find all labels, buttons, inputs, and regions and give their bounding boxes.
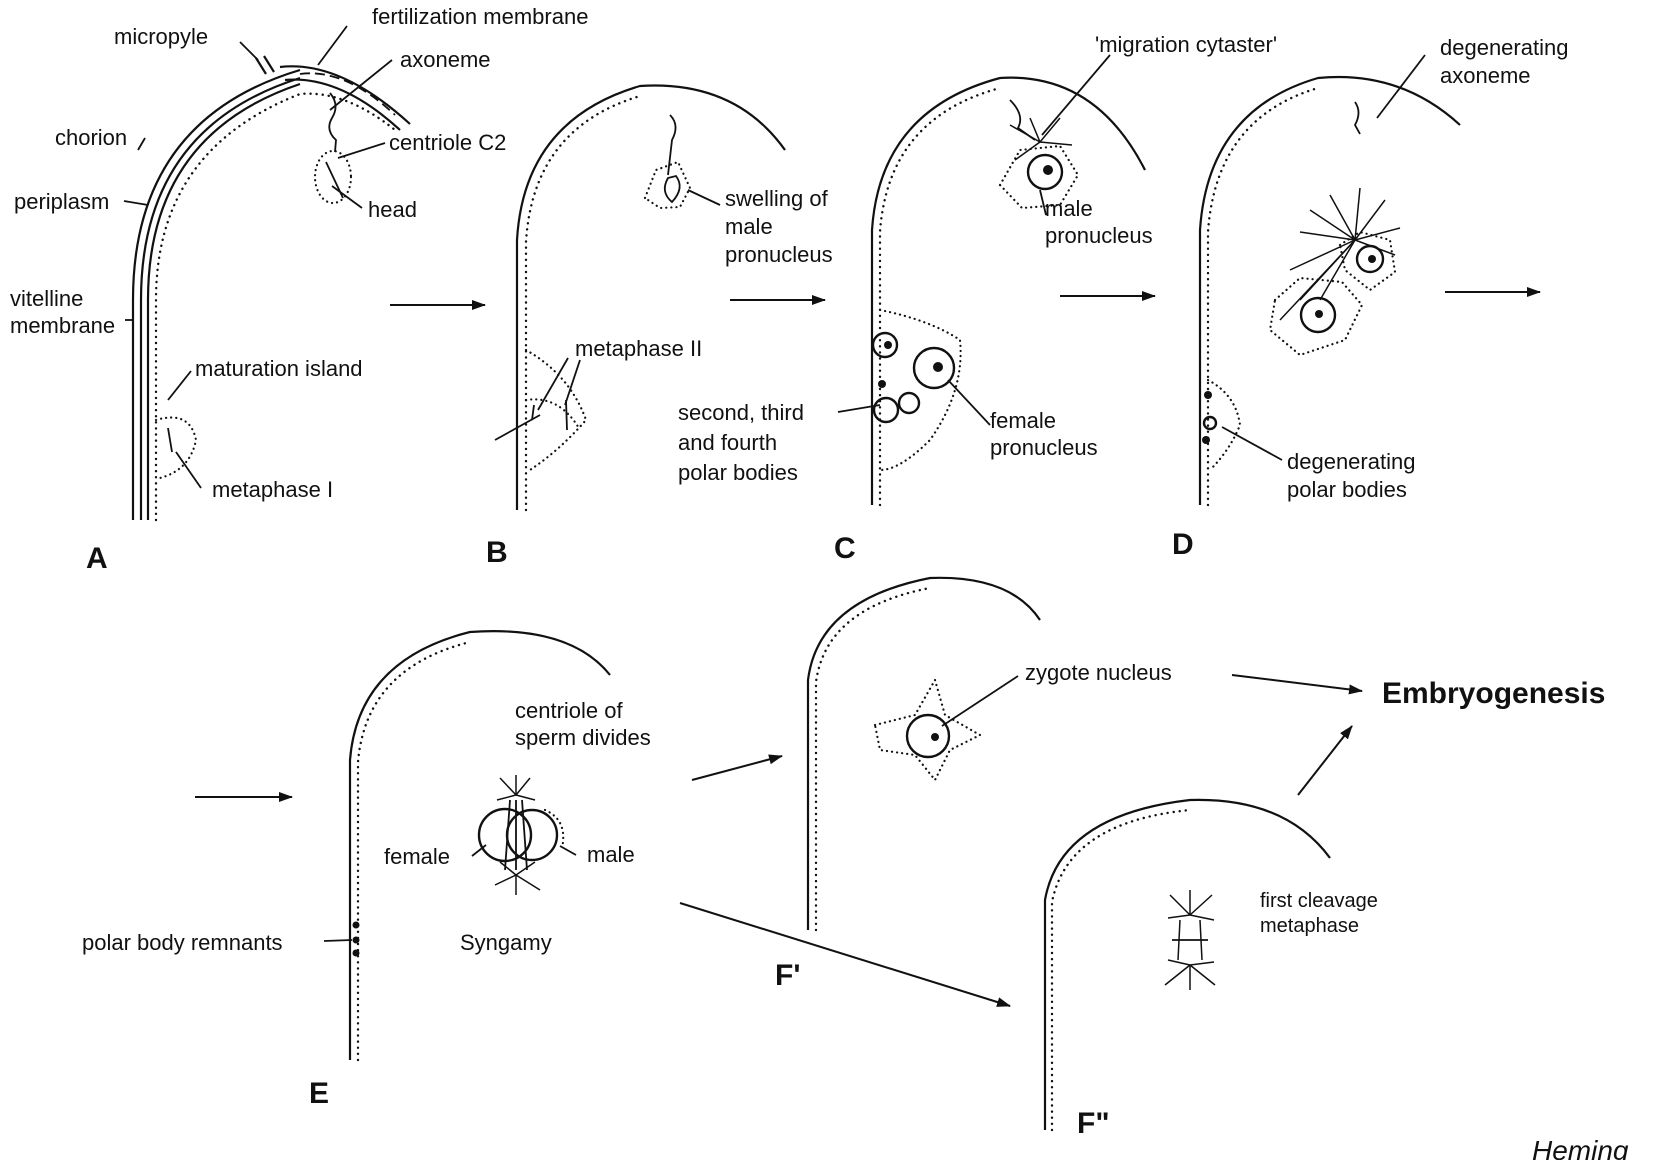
- label-head: head: [368, 197, 417, 222]
- zygote-nucleus-leader: [942, 676, 1018, 726]
- panel-f1-egg: [808, 578, 1040, 930]
- label-micropyle: micropyle: [114, 24, 208, 49]
- label-centriole-divides-2: sperm divides: [515, 725, 651, 750]
- panel-label-e: E: [309, 1077, 329, 1110]
- label-centriole-c2: centriole C2: [389, 130, 506, 155]
- first-cleavage-spindle: [1165, 890, 1215, 990]
- label-metaphase-2: metaphase II: [575, 336, 702, 361]
- label-periplasm: periplasm: [14, 189, 109, 214]
- label-male-pronucleus-2: pronucleus: [1045, 223, 1153, 248]
- panel-f2-egg: [1045, 800, 1330, 1130]
- label-polar-bodies-3: polar bodies: [678, 460, 798, 485]
- panel-label-a: A: [86, 542, 108, 575]
- label-female: female: [384, 844, 450, 869]
- panel-f-labels: zygote nucleus Embryogenesis first cleav…: [1025, 660, 1605, 937]
- panel-label-c: C: [834, 532, 856, 565]
- arrow-e-to-f1: [692, 756, 782, 780]
- label-male-pronucleus-1: male: [1045, 196, 1093, 221]
- panel-b-labels: swelling of male pronucleus metaphase II: [575, 186, 833, 361]
- label-syngamy: Syngamy: [460, 930, 552, 955]
- panel-label-b: B: [486, 536, 508, 569]
- arrow-f2-to-embryogenesis: [1298, 726, 1352, 795]
- label-vitelline-1: vitelline: [10, 286, 83, 311]
- label-embryogenesis: Embryogenesis: [1382, 677, 1605, 710]
- panel-label-f2: F": [1077, 1107, 1110, 1140]
- label-degenerating-axoneme-2: axoneme: [1440, 63, 1531, 88]
- label-polar-bodies-1: second, third: [678, 400, 804, 425]
- panel-letters: A B C D E F' F": [86, 528, 1194, 1140]
- label-swelling-3: pronucleus: [725, 242, 833, 267]
- label-swelling-2: male: [725, 214, 773, 239]
- panel-e-labels: centriole of sperm divides female male p…: [82, 698, 651, 955]
- label-centriole-divides-1: centriole of: [515, 698, 624, 723]
- label-fertilization-membrane: fertilization membrane: [372, 4, 588, 29]
- label-degenerating-polar-1: degenerating: [1287, 449, 1415, 474]
- panel-d-egg: [1200, 77, 1460, 505]
- panel-d-leaders: [1222, 55, 1425, 460]
- label-axoneme: axoneme: [400, 47, 491, 72]
- panel-label-d: D: [1172, 528, 1194, 561]
- label-chorion: chorion: [55, 125, 127, 150]
- label-zygote-nucleus: zygote nucleus: [1025, 660, 1172, 685]
- label-migration-cytaster: 'migration cytaster': [1095, 32, 1277, 57]
- credit-heming: Heming: [1532, 1135, 1629, 1160]
- label-female-pronucleus-2: pronucleus: [990, 435, 1098, 460]
- label-male: male: [587, 842, 635, 867]
- label-polar-body-remnants: polar body remnants: [82, 930, 283, 955]
- label-metaphase-1: metaphase I: [212, 477, 333, 502]
- label-first-cleavage-1: first cleavage: [1260, 890, 1378, 912]
- panel-label-f1: F': [775, 959, 800, 992]
- label-first-cleavage-2: metaphase: [1260, 915, 1359, 937]
- label-degenerating-polar-2: polar bodies: [1287, 477, 1407, 502]
- label-polar-bodies-2: and fourth: [678, 430, 777, 455]
- arrow-e-to-f2: [680, 903, 1010, 1006]
- syngamy-spindle: [495, 775, 540, 895]
- arrow-f1-to-embryogenesis: [1232, 675, 1362, 691]
- label-female-pronucleus-1: female: [990, 408, 1056, 433]
- label-maturation-island: maturation island: [195, 356, 363, 381]
- panel-a-egg: [133, 56, 410, 520]
- label-degenerating-axoneme-1: degenerating: [1440, 35, 1568, 60]
- label-vitelline-2: membrane: [10, 313, 115, 338]
- label-swelling-1: swelling of: [725, 186, 829, 211]
